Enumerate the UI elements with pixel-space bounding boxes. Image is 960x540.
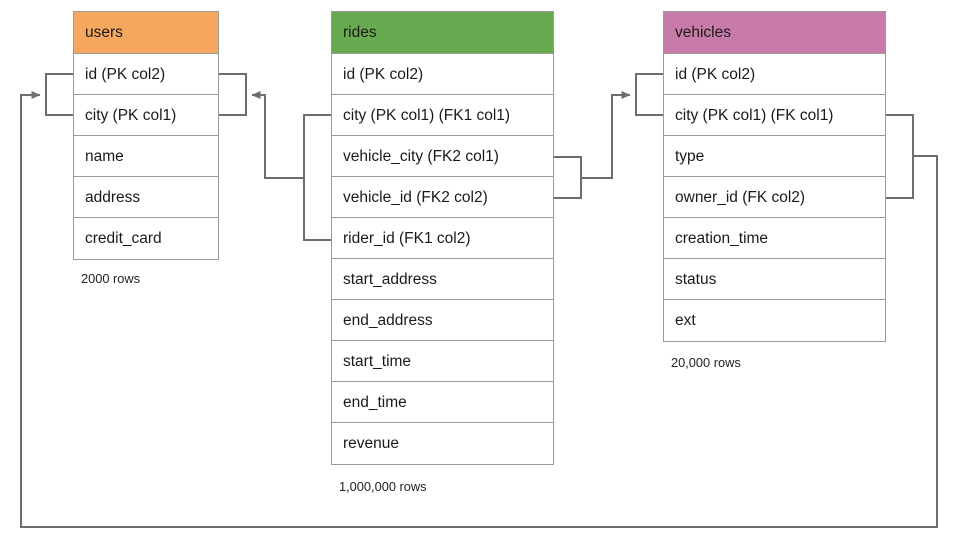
vehicles-right-bracket-fk	[886, 114, 914, 199]
entity-rides-field-vehicle-id[interactable]: vehicle_id (FK2 col2)	[332, 177, 553, 218]
entity-rides-field-end-address[interactable]: end_address	[332, 300, 553, 341]
entity-users-field-name[interactable]: name	[74, 136, 218, 177]
entity-rides-row-count: 1,000,000 rows	[339, 479, 427, 494]
entity-rides-field-revenue[interactable]: revenue	[343, 435, 400, 452]
entity-users[interactable]: users id (PK col2) city (PK col1) name a…	[73, 11, 219, 260]
entity-vehicles-field-creation-time[interactable]: creation_time	[664, 218, 885, 259]
entity-vehicles-field-id[interactable]: id (PK col2)	[664, 54, 885, 95]
entity-vehicles-field-city[interactable]: city (PK col1) (FK col1)	[664, 95, 885, 136]
entity-rides-title: rides	[332, 12, 553, 54]
entity-vehicles-field-ext[interactable]: ext	[675, 312, 696, 329]
entity-rides-field-vehicle-city[interactable]: vehicle_city (FK2 col1)	[332, 136, 553, 177]
entity-rides[interactable]: rides id (PK col2) city (PK col1) (FK1 c…	[331, 11, 554, 465]
users-right-bracket	[219, 73, 247, 116]
entity-vehicles-field-owner-id[interactable]: owner_id (FK col2)	[664, 177, 885, 218]
entity-rides-field-start-time[interactable]: start_time	[332, 341, 553, 382]
entity-vehicles-field-type[interactable]: type	[664, 136, 885, 177]
entity-vehicles[interactable]: vehicles id (PK col2) city (PK col1) (FK…	[663, 11, 886, 342]
entity-users-field-city[interactable]: city (PK col1)	[74, 95, 218, 136]
entity-rides-field-id[interactable]: id (PK col2)	[332, 54, 553, 95]
vehicles-left-bracket	[635, 73, 663, 116]
entity-users-row-count: 2000 rows	[81, 271, 141, 286]
edge-fk-vehicles-to-users	[20, 91, 938, 528]
edge-fk2-rides-to-vehicles	[581, 91, 631, 179]
entity-users-title: users	[74, 12, 218, 54]
entity-users-field-address[interactable]: address	[74, 177, 218, 218]
entity-vehicles-field-status[interactable]: status	[664, 259, 885, 300]
rides-left-bracket-fk1	[303, 114, 331, 241]
entity-rides-field-end-time[interactable]: end_time	[332, 382, 553, 423]
entity-rides-field-rider-id[interactable]: rider_id (FK1 col2)	[332, 218, 553, 259]
users-left-bracket	[45, 73, 73, 116]
entity-users-field-credit-card[interactable]: credit_card	[85, 230, 162, 247]
entity-rides-field-start-address[interactable]: start_address	[332, 259, 553, 300]
edge-fk1-rides-to-users	[251, 91, 304, 179]
rides-right-bracket-fk2	[554, 156, 582, 199]
entity-vehicles-title: vehicles	[664, 12, 885, 54]
entity-rides-field-city[interactable]: city (PK col1) (FK1 col1)	[332, 95, 553, 136]
entity-users-field-id[interactable]: id (PK col2)	[74, 54, 218, 95]
entity-vehicles-row-count: 20,000 rows	[671, 355, 741, 370]
